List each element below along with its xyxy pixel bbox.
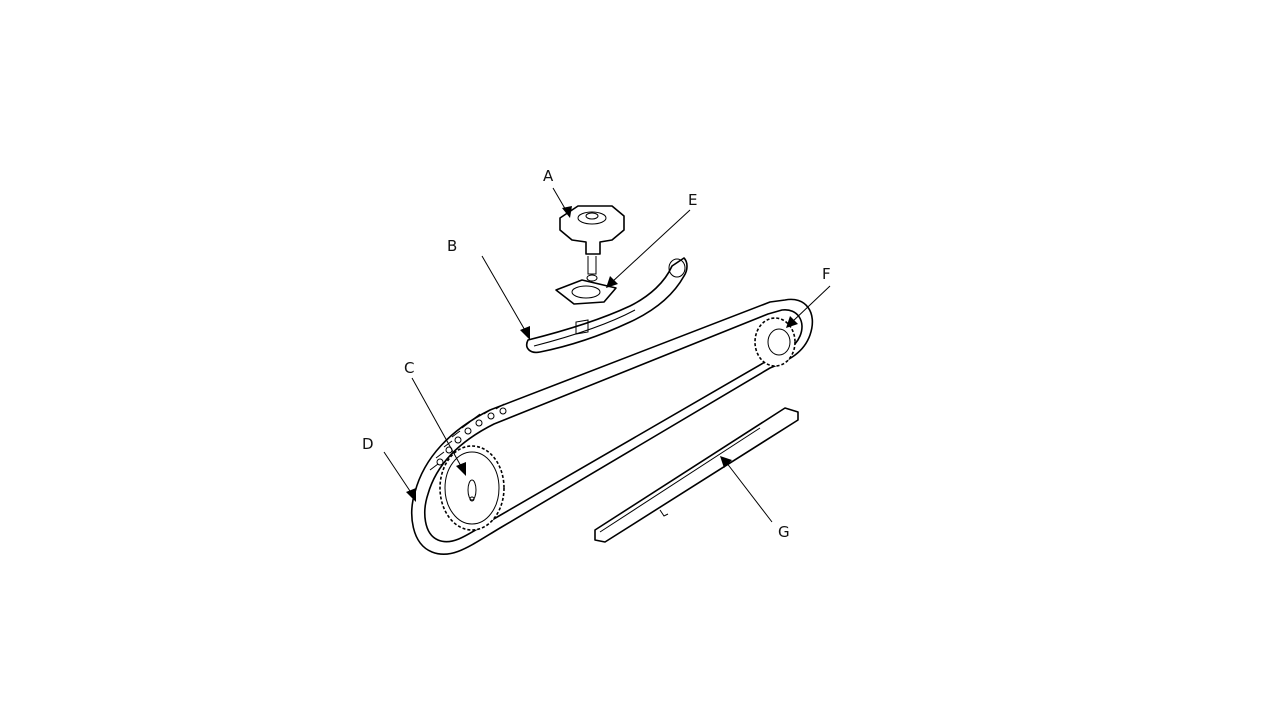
callout-B: B (447, 237, 530, 340)
timing-chain (411, 298, 814, 556)
chain-tensioner (559, 205, 625, 282)
callout-C: C (404, 359, 466, 476)
callout-A: A (543, 167, 572, 218)
callout-D: D (362, 435, 416, 502)
camshaft-sprocket (754, 317, 796, 367)
tensioner-guide (525, 257, 688, 354)
chain-links (429, 403, 507, 471)
chain-guide (594, 407, 799, 543)
callout-label-F: F (822, 265, 831, 283)
crankshaft-sprocket (439, 445, 505, 531)
callout-label-E: E (688, 191, 697, 209)
callout-E: E (606, 191, 697, 288)
callout-label-G: G (778, 523, 790, 541)
callout-label-B: B (447, 237, 457, 255)
callout-F: F (786, 265, 831, 328)
tensioner-gasket (555, 279, 617, 305)
callout-label-D: D (362, 435, 374, 453)
callout-label-A: A (543, 167, 554, 185)
callout-G: G (720, 456, 790, 541)
callout-label-C: C (404, 359, 414, 377)
